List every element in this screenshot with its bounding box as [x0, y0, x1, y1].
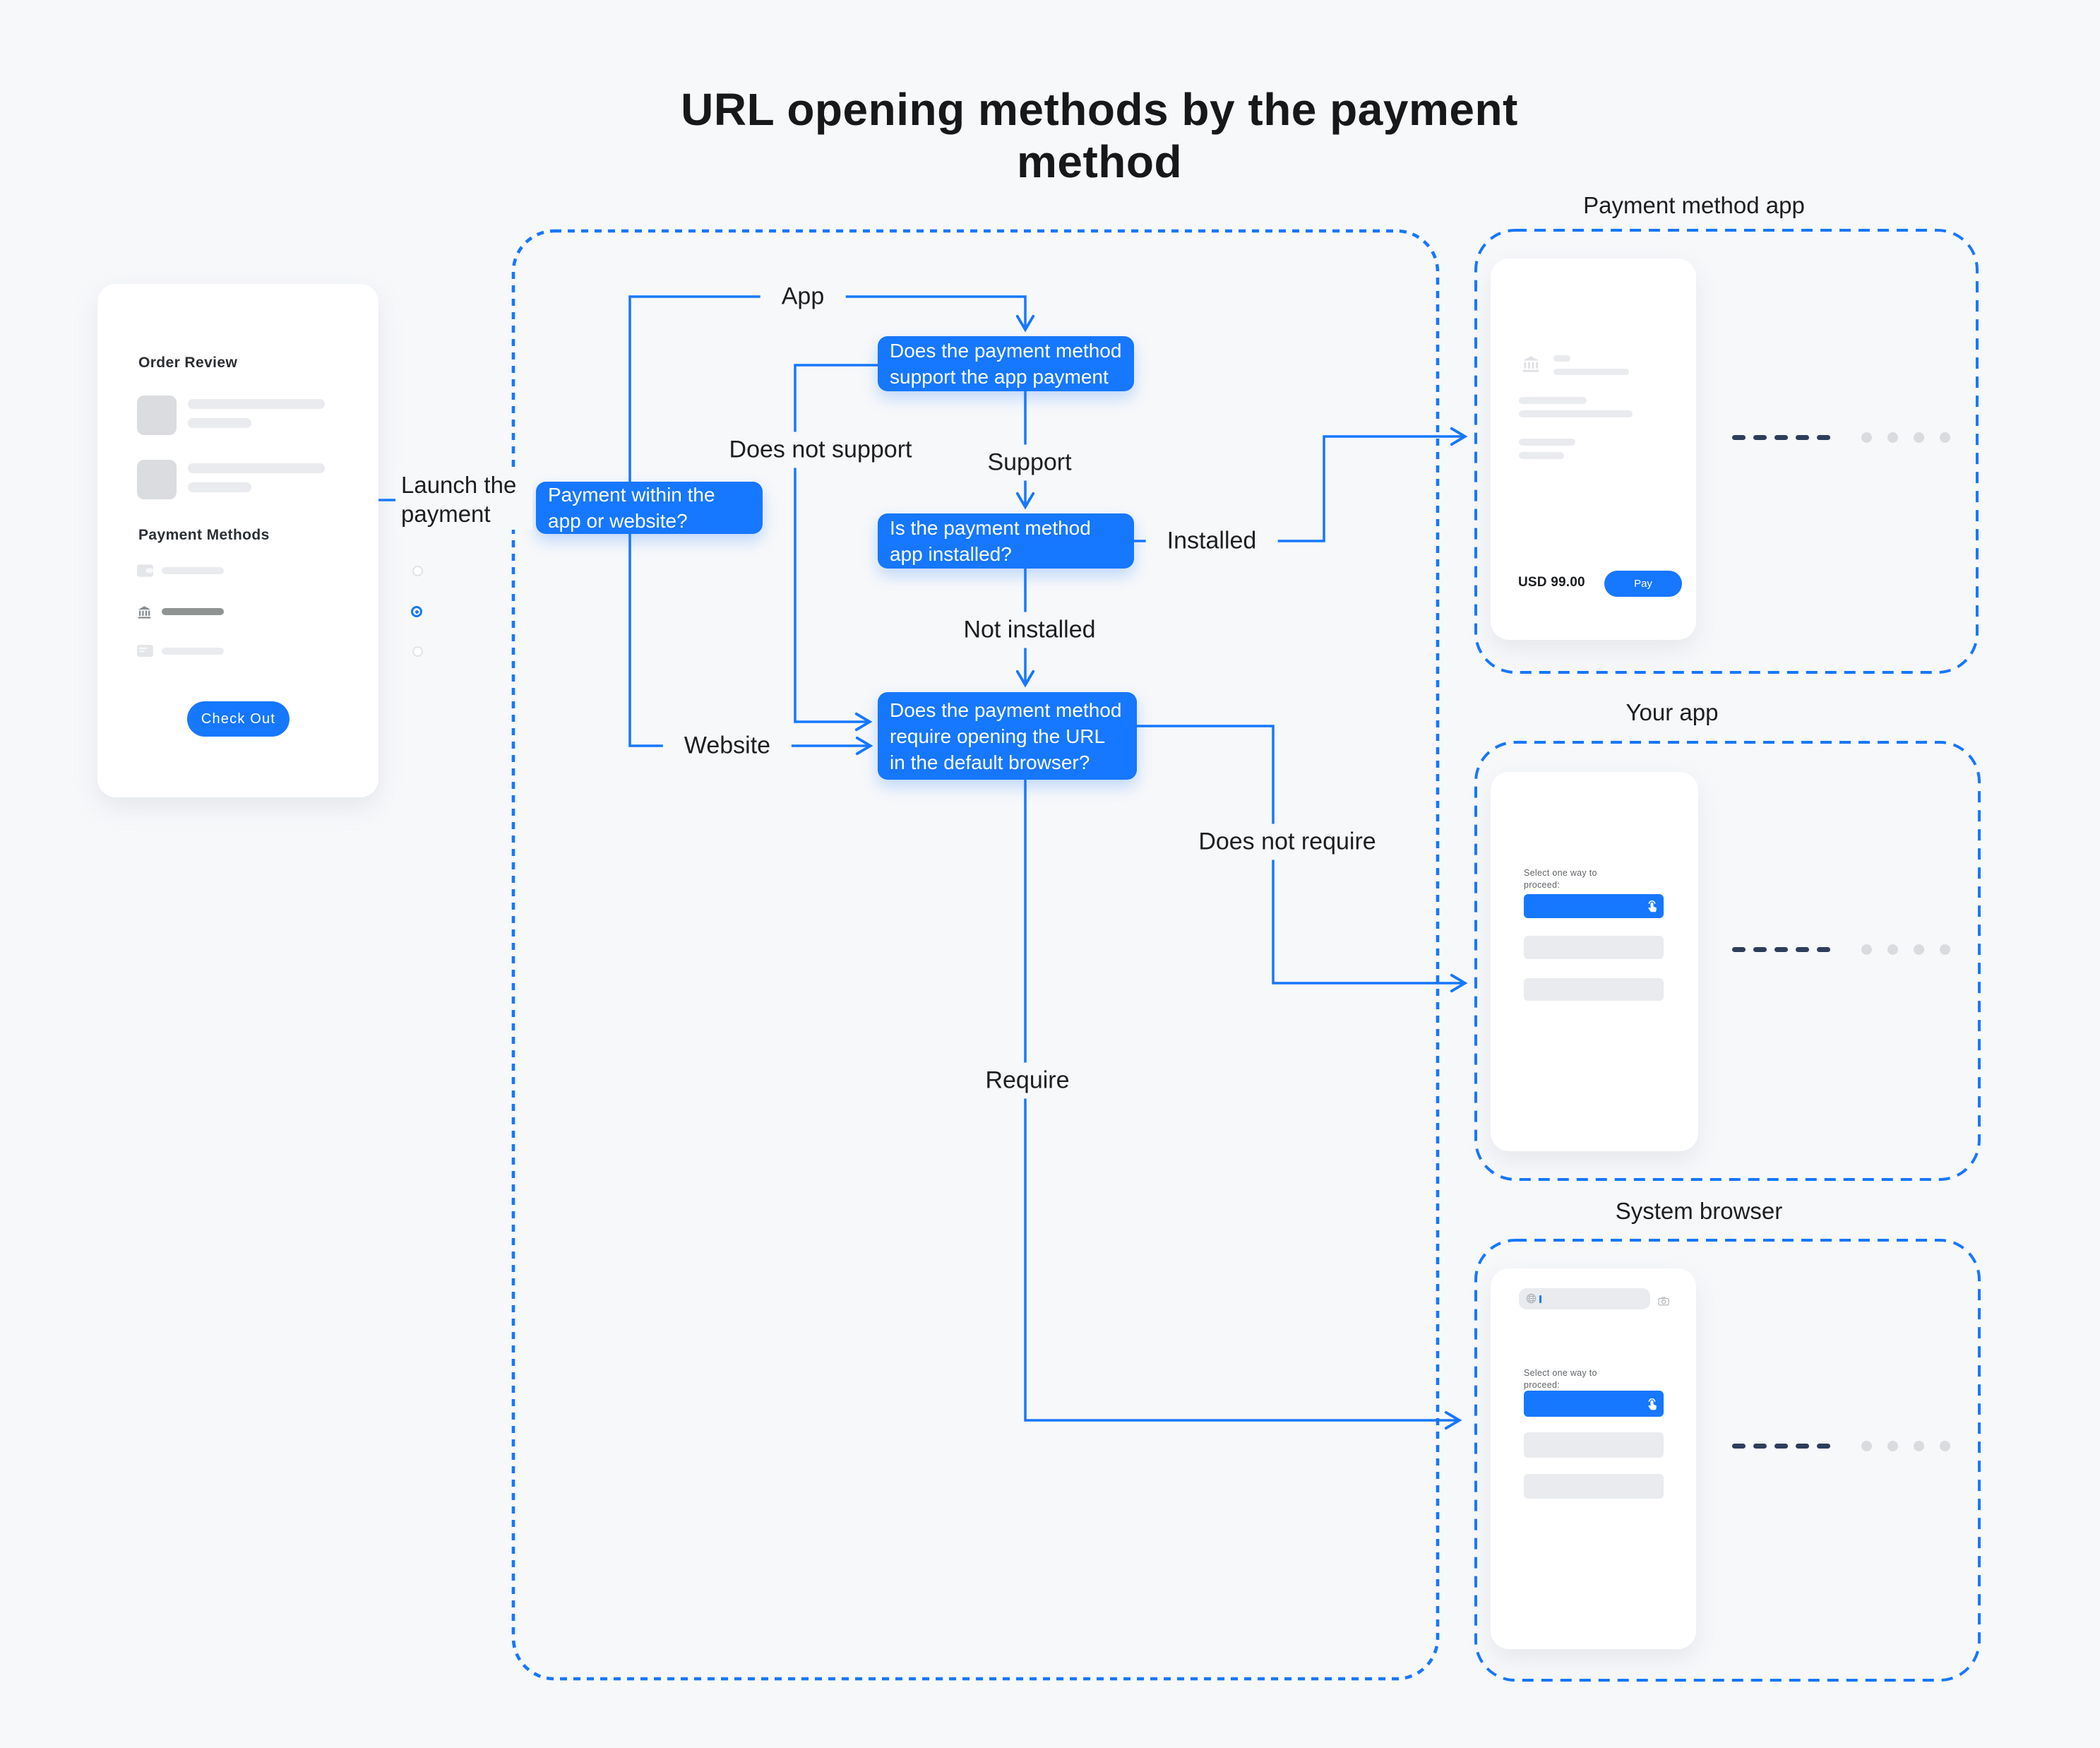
payment-method-app-phone: USD 99.00 Pay [1491, 258, 1696, 640]
payment-method-name-line [162, 567, 224, 574]
globe-icon [1526, 1293, 1537, 1307]
skeleton-option-bar [1524, 978, 1664, 1001]
skeleton-option-bar [1524, 1474, 1664, 1499]
skeleton-line [1519, 397, 1587, 404]
root-question-box: Payment within the app or website? [536, 482, 763, 534]
support-label: Support [966, 444, 1093, 481]
proceed-text: Select one way to proceed: [1524, 868, 1597, 890]
skeleton-option-bar [1524, 936, 1664, 959]
order-item-line [188, 399, 325, 409]
main-flow-dashed-container [511, 229, 1440, 1681]
wallet-icon [137, 564, 153, 581]
your-app-phone: Select one way to proceed: [1491, 772, 1698, 1151]
your-app-dashed-panel [1474, 741, 1981, 1181]
address-bar[interactable] [1519, 1288, 1650, 1309]
bank-icon [1521, 355, 1541, 377]
checkout-screen-card: Order Review Payment Methods Check Out [97, 284, 423, 797]
system-browser-title: System browser [1615, 1198, 1783, 1224]
order-item-line [188, 418, 251, 428]
order-item-line [188, 482, 251, 492]
payment-method-name-line [162, 648, 224, 655]
bank-icon [137, 605, 152, 624]
skeleton-line [1553, 369, 1629, 375]
require-label: Require [964, 1062, 1091, 1099]
order-review-heading: Order Review [138, 355, 238, 371]
camera-icon[interactable] [1658, 1297, 1669, 1309]
not-installed-label: Not installed [942, 612, 1117, 648]
handoff-indicator [1732, 944, 1950, 955]
payment-method-app-title: Payment method app [1583, 192, 1805, 218]
check-out-button[interactable]: Check Out [187, 701, 290, 737]
app-support-question-box: Does the payment method support the app … [878, 336, 1134, 391]
card-icon [137, 645, 153, 660]
payment-method-radio-selected[interactable] [411, 606, 422, 617]
skeleton-line [1519, 439, 1575, 446]
proceed-text: Select one way to proceed: [1524, 1368, 1597, 1390]
system-browser-dashed-panel [1474, 1239, 1981, 1682]
payment-method-name-line [162, 608, 224, 615]
skeleton-line [1553, 355, 1570, 362]
proceed-option-button[interactable] [1524, 1391, 1664, 1417]
payment-methods-heading: Payment Methods [138, 527, 270, 543]
skeleton-option-bar [1524, 1432, 1664, 1458]
connector-does-not-support [794, 364, 878, 732]
proceed-option-button[interactable] [1524, 894, 1664, 918]
payment-method-radio[interactable] [412, 646, 423, 657]
your-app-title: Your app [1625, 699, 1719, 725]
installed-label: Installed [1145, 523, 1278, 559]
text-cursor [1539, 1295, 1541, 1303]
browser-question-box: Does the payment method require opening … [878, 692, 1137, 780]
pay-button[interactable]: Pay [1604, 571, 1682, 597]
handoff-indicator [1732, 1441, 1950, 1451]
amount-label: USD 99.00 [1518, 575, 1585, 590]
does-not-require-label: Does not require [1177, 824, 1397, 860]
tap-icon [1645, 899, 1659, 916]
payment-method-app-dashed-panel [1474, 229, 1979, 674]
order-item-line [188, 463, 325, 473]
app-branch-label: App [760, 278, 846, 315]
website-branch-label: Website [662, 727, 792, 764]
skeleton-line [1519, 410, 1633, 417]
does-not-support-label: Does not support [708, 432, 933, 468]
skeleton-line [1519, 452, 1564, 459]
handoff-indicator [1732, 432, 1950, 443]
payment-method-radio[interactable] [412, 566, 423, 576]
system-browser-phone: Select one way to proceed: [1491, 1268, 1696, 1649]
order-item-thumbnail [137, 396, 177, 435]
app-installed-question-box: Is the payment method app installed? [878, 513, 1134, 569]
connector-website-branch [628, 533, 873, 756]
order-item-thumbnail [137, 460, 177, 499]
connector-require [1024, 780, 1462, 1430]
launch-payment-label: Launch the payment [395, 469, 532, 530]
page-title: URL opening methods by the payment metho… [681, 84, 1518, 187]
tap-icon [1645, 1396, 1659, 1413]
